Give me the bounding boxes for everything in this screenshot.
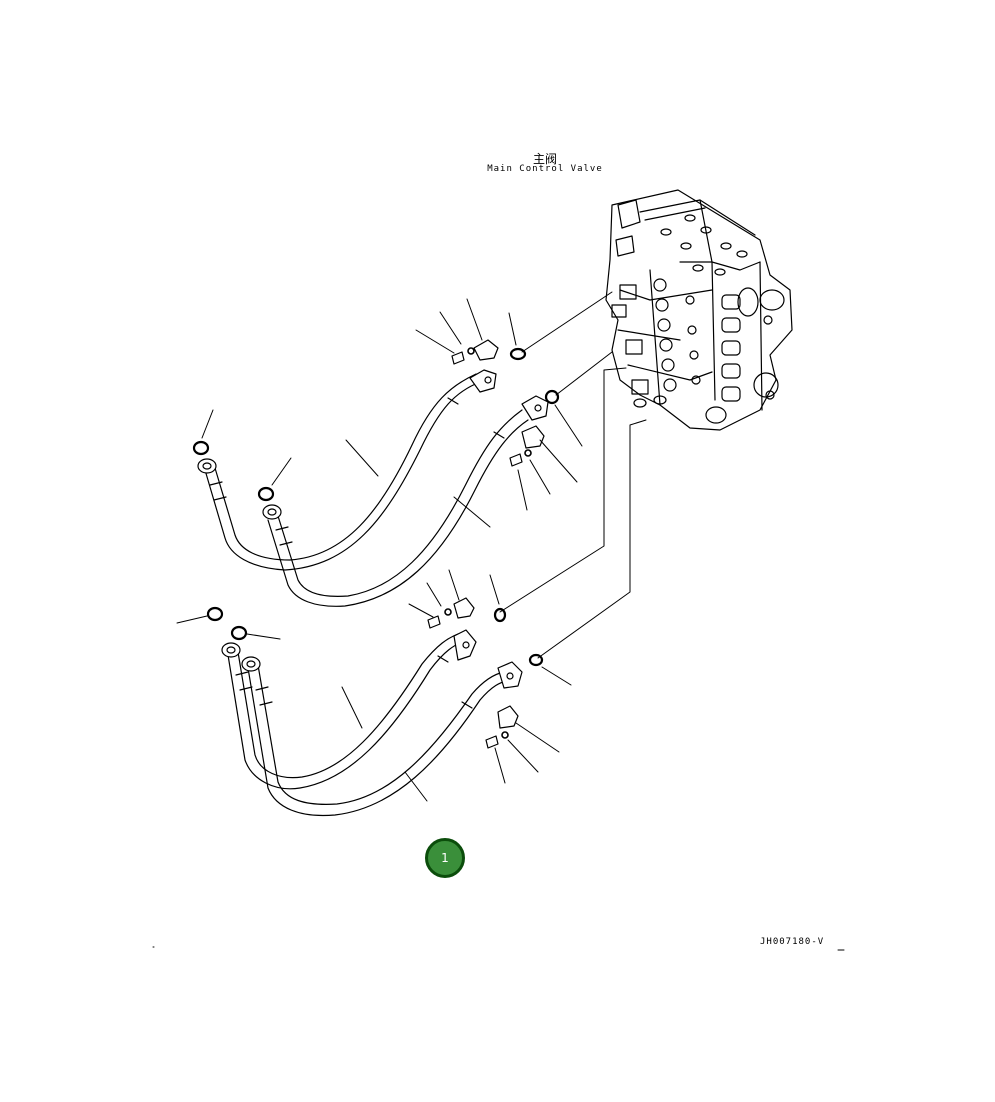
hose-lower-1 — [221, 629, 477, 790]
o-rings — [192, 347, 560, 667]
hose-upper-2 — [262, 395, 549, 607]
valve-left-ports — [611, 199, 667, 408]
callout-marker[interactable]: 1 — [425, 838, 465, 878]
callout-number: 1 — [441, 851, 449, 865]
scan-marks — [152, 946, 845, 951]
component-label-cn: 主阀 — [532, 152, 557, 166]
valve-spool-column — [653, 278, 701, 392]
o-ring — [528, 653, 544, 667]
component-label-en: Main Control Valve — [487, 164, 603, 174]
o-ring — [257, 486, 275, 502]
o-ring — [544, 389, 560, 405]
o-ring — [192, 440, 210, 456]
main-control-valve — [605, 189, 793, 431]
o-ring — [206, 606, 224, 622]
o-ring — [230, 625, 248, 641]
hose-upper-1 — [197, 369, 497, 571]
callout-leader-lines — [176, 298, 583, 802]
valve-bolt-heads — [660, 214, 748, 276]
port-connection-lines — [499, 291, 647, 659]
flange-hardware — [427, 339, 545, 749]
drawing-code: JH007180-V — [760, 937, 825, 947]
o-ring — [493, 607, 507, 623]
o-ring — [509, 347, 527, 361]
hose-lower-2 — [241, 656, 523, 817]
valve-solenoids — [705, 287, 785, 424]
